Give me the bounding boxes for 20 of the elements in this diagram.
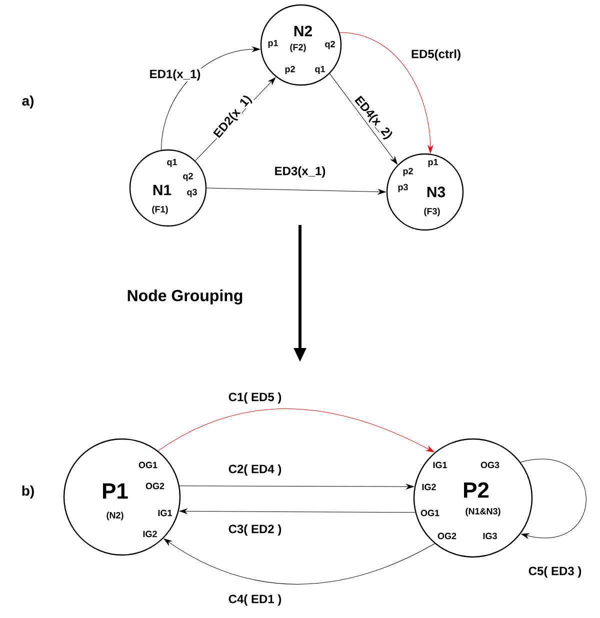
arrow xyxy=(339,32,434,154)
heading: Node Grouping xyxy=(128,290,242,304)
label: a) xyxy=(22,95,34,109)
edge-label: C5( ED3 ) xyxy=(527,565,583,579)
arrow xyxy=(520,458,586,539)
arrow xyxy=(179,508,416,514)
arrow xyxy=(179,484,414,490)
edge-label: C4( ED1 ) xyxy=(227,593,283,607)
label: b) xyxy=(22,485,34,499)
edge-label: C1( ED5 ) xyxy=(227,391,283,405)
arrow xyxy=(329,73,398,164)
edge-label: ED3(x_1) xyxy=(273,165,327,179)
arrow xyxy=(206,188,386,195)
edge-label: C2( ED4 ) xyxy=(227,463,283,477)
edge-label: ED5(ctrl) xyxy=(410,48,462,62)
edge-label: C3( ED2 ) xyxy=(227,523,283,537)
arrow xyxy=(164,538,435,584)
arrow xyxy=(158,408,434,452)
arrow xyxy=(161,46,260,150)
edge-label: ED1(x_1) xyxy=(148,68,202,82)
